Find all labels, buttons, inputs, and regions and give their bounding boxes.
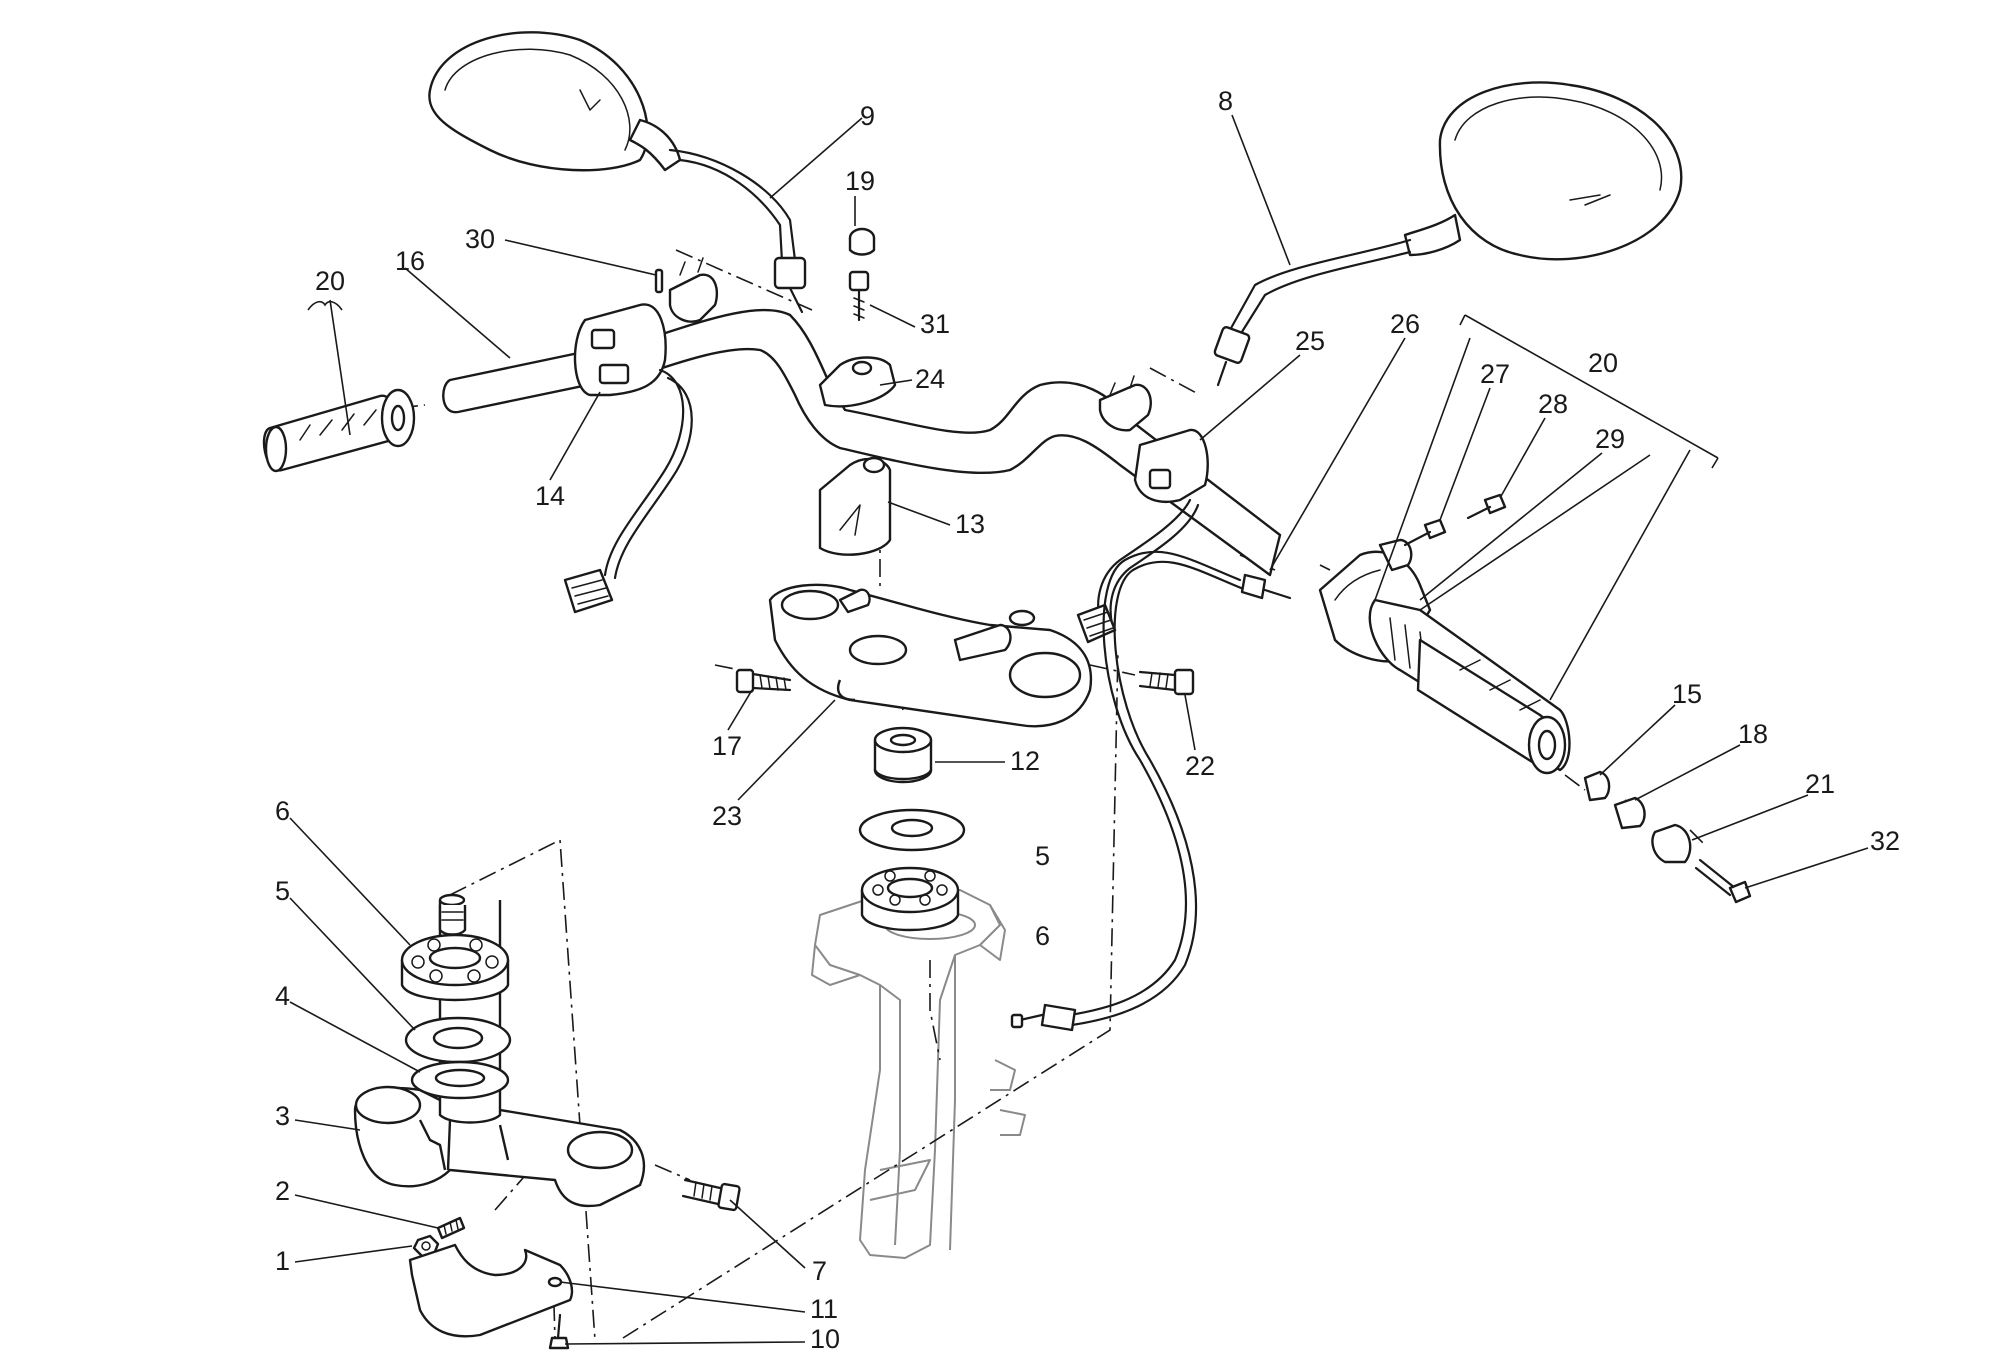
frame-steering-head — [811, 889, 1026, 1259]
label-2: 2 — [275, 1176, 290, 1206]
right-grip — [1368, 598, 1571, 775]
label-20-left: 20 — [315, 266, 345, 296]
plate-11 — [408, 1243, 574, 1338]
seal-4 — [410, 1060, 510, 1100]
label-19: 19 — [845, 166, 875, 196]
label-31: 31 — [920, 309, 950, 339]
leader-lines — [289, 114, 1869, 1345]
label-16: 16 — [395, 246, 425, 276]
label-8: 8 — [1218, 86, 1233, 116]
bolt-22 — [1138, 668, 1195, 696]
screw-10 — [548, 1313, 570, 1350]
label-20-right: 20 — [1588, 348, 1618, 378]
screw-2 — [436, 1216, 466, 1240]
label-23: 23 — [712, 801, 742, 831]
label-27: 27 — [1480, 359, 1510, 389]
label-18: 18 — [1738, 719, 1768, 749]
bar-end-parts — [1583, 770, 1752, 904]
label-3: 3 — [275, 1101, 290, 1131]
label-5-left: 5 — [275, 876, 290, 906]
label-4: 4 — [275, 981, 290, 1011]
left-grip — [262, 388, 416, 473]
label-11: 11 — [810, 1294, 838, 1324]
label-29: 29 — [1595, 424, 1625, 454]
right-switch-gear — [1076, 428, 1209, 644]
label-32: 32 — [1870, 826, 1900, 856]
label-7: 7 — [812, 1256, 827, 1286]
handlebar — [442, 308, 1282, 577]
left-upper-clamp — [654, 257, 719, 323]
bearing-6-right — [860, 866, 960, 932]
label-1: 1 — [275, 1246, 290, 1276]
label-21: 21 — [1805, 769, 1835, 799]
label-9: 9 — [860, 101, 875, 131]
bearing-6-left — [400, 933, 510, 1002]
throttle-cable — [1010, 550, 1292, 1032]
label-22: 22 — [1185, 751, 1215, 781]
label-28: 28 — [1538, 389, 1568, 419]
label-17: 17 — [712, 731, 742, 761]
label-5-right: 5 — [1035, 841, 1050, 871]
label-14: 14 — [535, 481, 565, 511]
label-6-right: 6 — [1035, 921, 1050, 951]
washer-5-left — [404, 1016, 512, 1064]
label-30: 30 — [465, 224, 495, 254]
part-labels: 1 2 3 4 5 5 6 6 7 8 9 10 11 12 13 14 15 … — [275, 86, 1900, 1354]
label-12: 12 — [1010, 746, 1040, 776]
upper-triple-clamp — [768, 583, 1093, 728]
group-brackets — [307, 300, 1719, 469]
label-25: 25 — [1295, 326, 1325, 356]
screws-27-28 — [1403, 493, 1507, 547]
right-clamp-half — [1098, 375, 1152, 432]
washer-5-right — [858, 808, 966, 852]
label-10: 10 — [810, 1324, 840, 1354]
label-26: 26 — [1390, 309, 1420, 339]
label-13: 13 — [955, 509, 985, 539]
bolt-17 — [735, 668, 792, 694]
label-6-left: 6 — [275, 796, 290, 826]
right-mirror — [1213, 81, 1683, 387]
handlebar-riser — [818, 456, 892, 556]
steering-stem-3 — [353, 1085, 646, 1208]
left-switch-gear — [563, 303, 693, 614]
steering-nut-12 — [873, 726, 933, 784]
left-mirror — [428, 31, 807, 314]
label-24: 24 — [915, 364, 945, 394]
centre-clamp — [818, 227, 897, 408]
label-15: 15 — [1672, 679, 1702, 709]
bolt-7 — [681, 1178, 741, 1212]
